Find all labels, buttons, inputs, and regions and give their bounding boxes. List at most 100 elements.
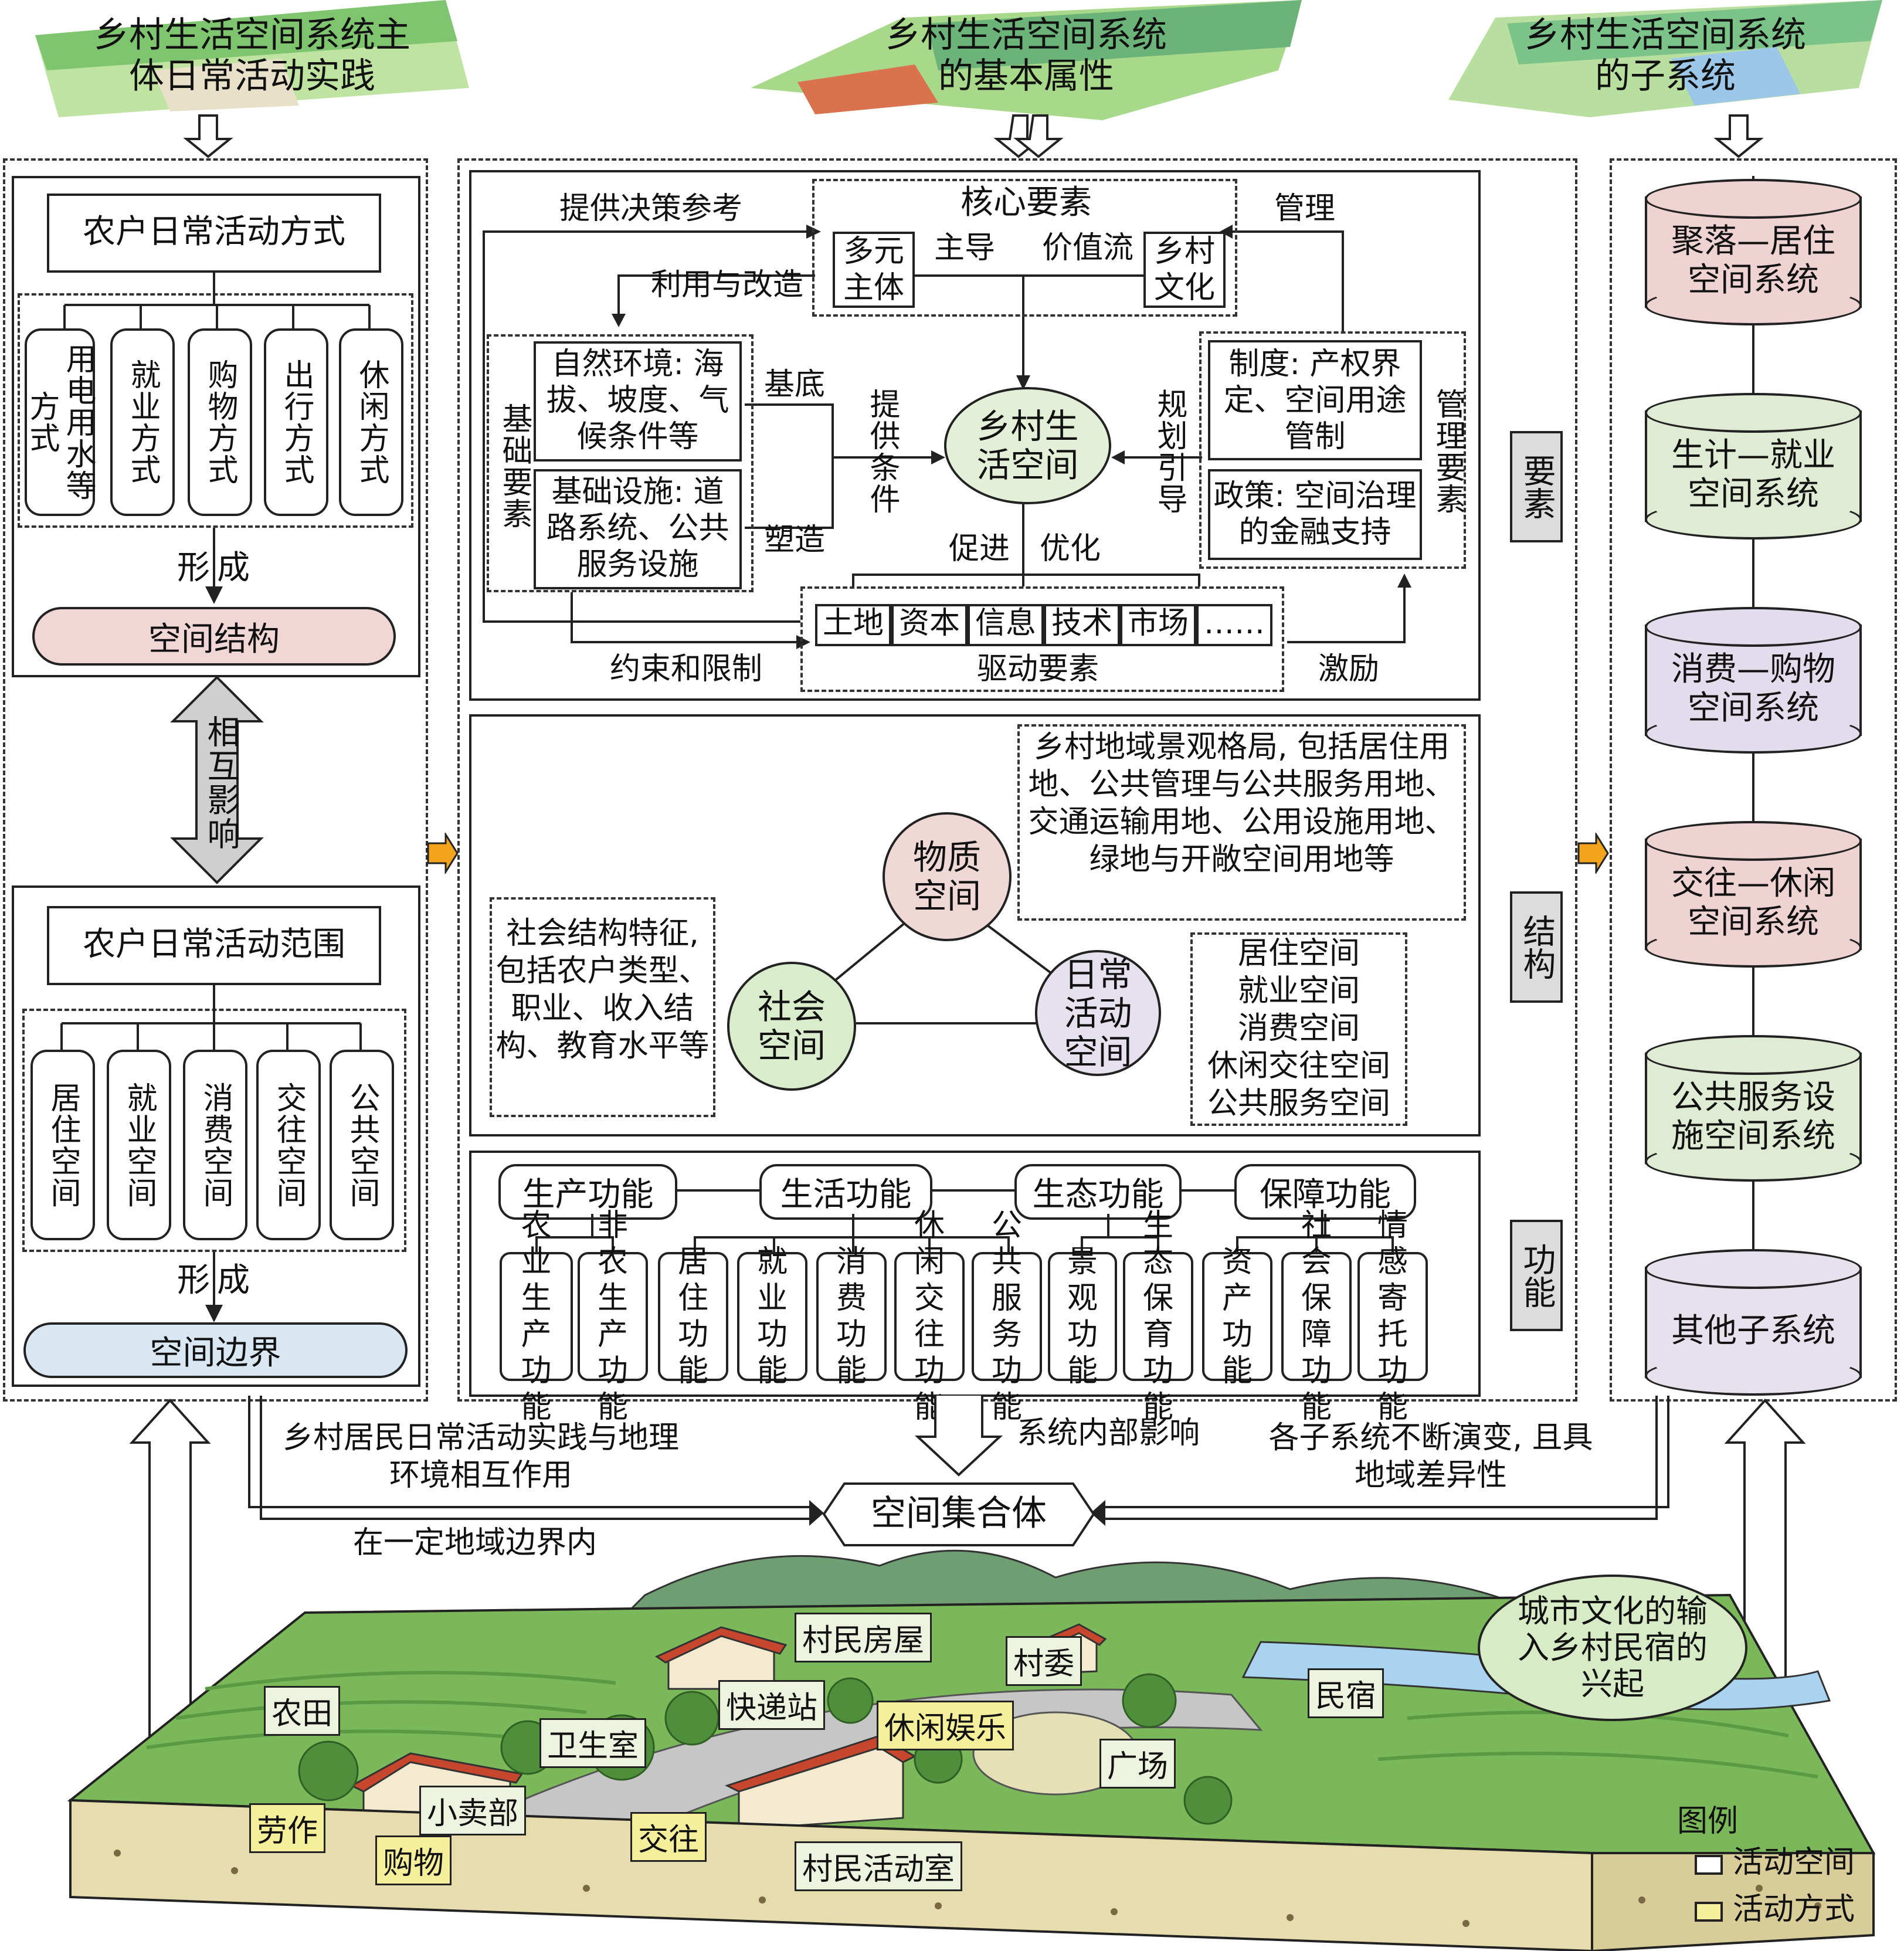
- driver-1-box: [815, 604, 891, 646]
- header-right-title: 乡村生活空间系统的子系统: [1525, 15, 1806, 97]
- legend-space-swatch: [1695, 1855, 1723, 1875]
- subsystem-4-top: [1645, 821, 1862, 861]
- scene-culture-ellipse: 城市文化的输入乡村民宿的兴起: [1478, 1575, 1747, 1721]
- daily-list-1: 居住空间: [1237, 936, 1360, 971]
- scene-place-activity-room: 村民活动室: [795, 1841, 963, 1891]
- core-elements-title: 核心要素: [961, 184, 1092, 222]
- internal-influence-label: 系统内部影响: [1016, 1416, 1200, 1451]
- rural-culture-box: [1143, 232, 1226, 308]
- legend-title: 图例: [1677, 1804, 1739, 1839]
- orange-arrow-left: [427, 833, 459, 874]
- subsystem-4-label: 交往—休闲空间系统: [1671, 864, 1835, 941]
- activity-mode-3: 购物方式: [188, 328, 252, 516]
- landscape-note-box: [1017, 724, 1466, 921]
- legend-space-label: 活动空间: [1733, 1845, 1855, 1880]
- scene-activity-labor: 劳作: [249, 1803, 326, 1853]
- lead-label: 主导: [934, 230, 995, 266]
- activity-range-title-box: [47, 906, 381, 985]
- subsystem-5: 公共服务设施空间系统: [1645, 1035, 1862, 1182]
- natural-env-label: 自然环境: 海拔、坡度、气候条件等: [546, 347, 729, 454]
- daily-space-circle: 日常活动空间: [1035, 950, 1161, 1076]
- basic-elements-label: 基础要素: [497, 403, 532, 530]
- activity-mode-1: 用电用水等方式: [24, 328, 96, 516]
- subsystem-1-top: [1645, 179, 1862, 219]
- activity-mode-title-box: [47, 194, 381, 273]
- function-item-2-5: 公共服务功能: [972, 1208, 1042, 1425]
- subsystem-6-label: 其他子系统: [1671, 1312, 1835, 1350]
- region-label: 在一定地域边界内: [352, 1525, 597, 1560]
- function-item-2-4: 休闲交往功能: [894, 1208, 965, 1425]
- scene-activity-leisure: 休闲娱乐: [877, 1701, 1014, 1750]
- header-left-title: 乡村生活空间系统主体日常活动实践: [94, 15, 410, 97]
- function-item-3-2: 生态保育功能: [1123, 1208, 1193, 1425]
- function-tag: 功能: [1510, 1220, 1563, 1331]
- left-bottom-connectors: [60, 985, 362, 1322]
- material-space-circle: 物质空间: [883, 812, 1012, 941]
- activity-range-5: 公共空间: [330, 1050, 394, 1240]
- basic-elements-group: [487, 334, 754, 592]
- daily-list-box: [1190, 932, 1407, 1126]
- practice-note: 乡村居民日常活动实践与地理环境相互作用: [282, 1420, 679, 1493]
- driver-5: 市场: [1127, 606, 1189, 641]
- subsystem-chain: [1752, 176, 1754, 1384]
- policy-label: 政策: 空间治理的金融支持: [1213, 479, 1417, 550]
- function-item-4-1: 资产功能: [1202, 1244, 1272, 1389]
- activity-modes-group: [18, 293, 413, 528]
- subsystem-3-bottom: [1645, 714, 1862, 754]
- function-item-3-1: 景观功能: [1048, 1244, 1117, 1389]
- constrain-label: 约束和限制: [609, 652, 762, 687]
- aggregate-label: 空间集合体: [871, 1493, 1047, 1534]
- center-rural-living-space: 乡村生活空间: [944, 387, 1111, 504]
- space-boundary-pill: 空间边界: [23, 1322, 408, 1378]
- management-elements-label: 管理要素: [1430, 388, 1465, 515]
- header-middle-banner: 乡村生活空间系统的基本属性: [751, 0, 1302, 120]
- management-elements-group: [1199, 331, 1466, 569]
- arrow-down-icon: [1013, 114, 1064, 158]
- driver-4: 技术: [1051, 606, 1112, 641]
- plan-guide-label: 规划引导: [1152, 388, 1187, 515]
- subsystem-5-top: [1645, 1035, 1862, 1075]
- legend-mode-label: 活动方式: [1733, 1892, 1855, 1927]
- activity-mode-2: 就业方式: [110, 328, 175, 516]
- interaction-label: 相互影响: [202, 715, 240, 851]
- header-left-banner: 乡村生活空间系统主体日常活动实践: [35, 0, 469, 117]
- arrow-down-icon: [914, 1396, 1003, 1477]
- activity-mode-title: 农户日常活动方式: [83, 213, 345, 251]
- activity-range-2: 就业空间: [107, 1050, 171, 1240]
- social-note-box: [490, 897, 715, 1117]
- driver-6-box: [1196, 604, 1272, 646]
- function-item-2-1: 居住功能: [658, 1244, 728, 1389]
- institution-box: [1208, 340, 1422, 460]
- driver-2: 资本: [898, 606, 960, 641]
- space-structure-pill: 空间结构: [32, 607, 396, 666]
- subsystem-3: 消费—购物空间系统: [1645, 607, 1862, 754]
- structure-tag: 结构: [1510, 891, 1563, 1003]
- header-middle-title: 乡村生活空间系统的基本属性: [885, 15, 1167, 97]
- subsystem-2-top: [1645, 393, 1862, 433]
- base-label: 基底: [763, 367, 825, 402]
- activity-range-3: 消费空间: [183, 1050, 247, 1240]
- landscape-banner-icon: [35, 0, 469, 117]
- shape-label: 塑造: [763, 522, 825, 558]
- utilize-label: 利用与改造: [650, 267, 803, 303]
- subsystem-6: 其他子系统: [1645, 1249, 1862, 1396]
- function-connectors: [535, 1189, 1394, 1252]
- driver-5-box: [1120, 604, 1196, 646]
- driver-1: 土地: [822, 606, 884, 641]
- arrow-right-icon: [427, 833, 459, 874]
- provide-conditions-label: 提供条件: [864, 388, 900, 515]
- daily-list-2: 就业空间: [1237, 973, 1360, 1009]
- rural-culture-label: 乡村文化: [1153, 234, 1215, 306]
- manage-label: 管理: [1274, 191, 1335, 226]
- function-group-2: 生活功能: [759, 1164, 932, 1220]
- infrastructure-box: [534, 469, 742, 589]
- evolve-note: 各子系统不断演变, 且具地域差异性: [1268, 1420, 1593, 1493]
- activity-range-title: 农户日常活动范围: [83, 925, 345, 963]
- scene-activity-shopping: 购物: [375, 1835, 452, 1885]
- legend-mode-swatch: [1695, 1902, 1723, 1922]
- multi-subject-box: [833, 232, 915, 308]
- scene-activity-socializing: 交往: [630, 1812, 707, 1862]
- arrow-down-icon: [183, 114, 233, 158]
- function-item-4-3: 情感寄托功能: [1357, 1208, 1428, 1425]
- driver-3: 信息: [975, 606, 1036, 641]
